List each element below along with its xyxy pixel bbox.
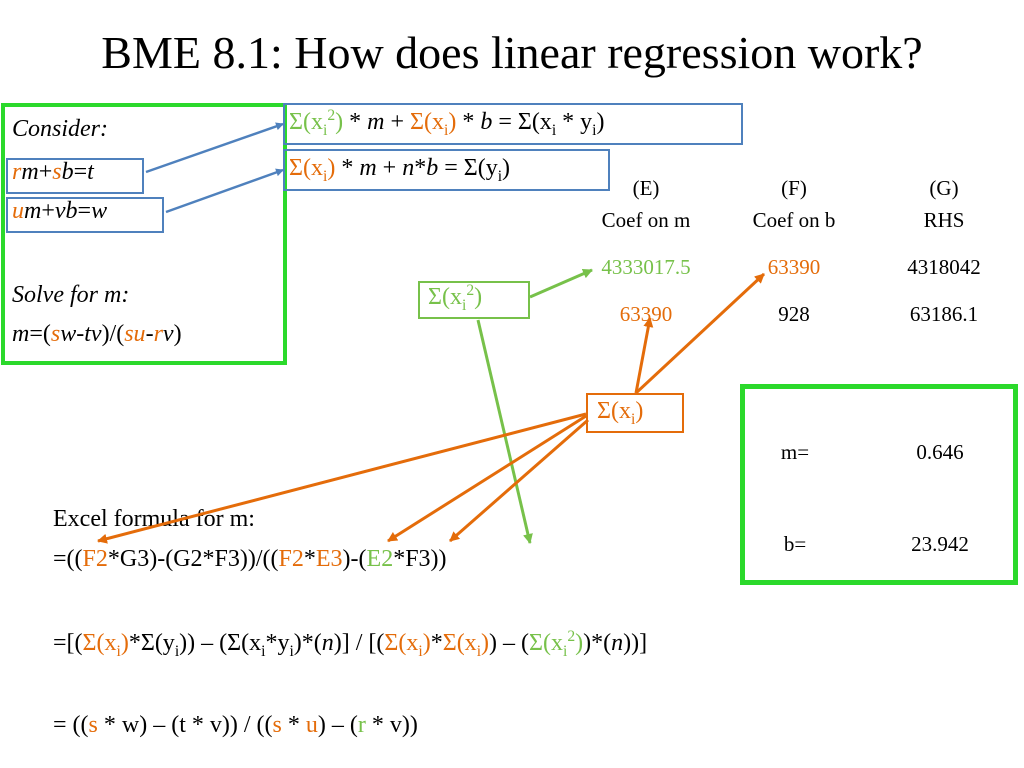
eq2-box [6, 197, 164, 233]
table-header-f-col: (F) [781, 176, 807, 200]
consider-box [1, 103, 287, 365]
consider-label: Consider: [12, 116, 108, 142]
table-header-g-label: RHS [923, 208, 965, 232]
table-cell-g2: 4318042 [907, 255, 981, 279]
solution-formula: m=(sw-tv)/(su-rv) [12, 321, 182, 347]
table-header-e-col: (E) [632, 176, 660, 200]
normal-eq2: Σ(xi) * m + n*b = Σ(yi) [289, 155, 511, 185]
arrow-sumx-to-excel-e3 [449, 418, 589, 543]
arrow-sumx-to-excel-f2b [387, 414, 587, 543]
solve-label: Solve for m: [12, 282, 130, 308]
arrow-sumx2-to-excel-e2 [476, 319, 533, 544]
table-header-e-label: Coef on m [601, 208, 691, 232]
table-header-g-col: (G) [929, 176, 959, 200]
page-title: BME 8.1: How does linear regression work… [101, 27, 923, 78]
consider-eq1: rm+sb=t [12, 159, 94, 185]
results-box [740, 384, 1018, 585]
table-cell-e3: 63390 [619, 302, 673, 326]
result-b-label: b= [783, 532, 807, 556]
table-cell-f2: 63390 [767, 255, 821, 279]
letter-formula: = ((s * w) – (t * v)) / ((s * u) – (r * … [53, 712, 418, 738]
result-m-label: m= [780, 440, 810, 464]
result-m-value: 0.646 [916, 440, 964, 464]
normal-eq1-box [283, 103, 743, 145]
excel-formula: =((F2*G3)-(G2*F3))/((F2*E3)-(E2*F3)) [53, 546, 447, 572]
table-header-f-label: Coef on b [752, 208, 836, 232]
arrow-sumx-to-e3 [634, 317, 654, 394]
summation-formula: =[(Σ(xi)*Σ(yi)) – (Σ(xi*yi)*(n)] / [(Σ(x… [53, 628, 648, 660]
table-cell-e2: 4333017.5 [601, 255, 691, 279]
sum-x-label: Σ(xi) [597, 398, 644, 428]
result-b-value: 23.942 [911, 532, 969, 556]
consider-eq2: um+vb=w [12, 198, 108, 224]
excel-label: Excel formula for m: [53, 506, 255, 532]
sum-x2-label-box [418, 281, 530, 319]
eq1-box [6, 158, 144, 194]
table-cell-g3: 63186.1 [909, 302, 979, 326]
sum-x2-label: Σ(xi2) [428, 282, 483, 314]
table-cell-f3: 928 [778, 302, 810, 326]
normal-eq2-box [283, 149, 610, 191]
arrow-sumx-to-f2 [634, 272, 766, 395]
normal-eq1: Σ(xi2) * m + Σ(xi) * b = Σ(xi * yi) [289, 107, 605, 139]
